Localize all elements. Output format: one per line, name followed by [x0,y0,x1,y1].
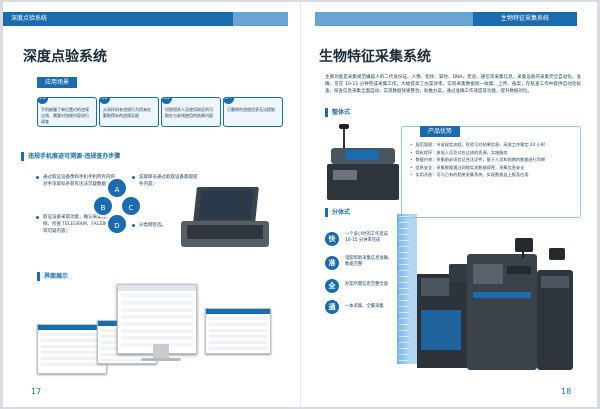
scenario-card-3: 03 切割相关人员使用取证的可取在与安线使用的结果内容 [161,97,221,127]
scenario-card-1: 01 手机被撞了每位置对的违规过线、需要对违规内容进行调查 [37,97,97,127]
step-node-d: D [106,213,128,235]
step-node-a: A [106,177,128,199]
advantage-item: •信息安全：采集数据通过网络实现数据保密，采集信息安全 [410,164,525,170]
section-integrated-heading: 整体式 [325,108,350,117]
left-page-title: 深度点验系统 [23,49,107,65]
right-page-number: 18 [561,387,572,396]
scenario-tag: 应用场景 [37,77,78,88]
feature-connected-text: 一本采集、全量采集 [345,304,384,309]
integrated-device-image [321,122,399,202]
scenario-card-2: 02 从采样机有违规行为用来在勤取得未的违规证据 [99,97,159,127]
left-page-number: 17 [31,387,42,396]
section-ui-heading: 界面展示 [37,272,68,281]
feature-fast-text: 一个多小时的工作变成 10-15 分钟来完成 [345,232,388,243]
step-bullet-3: 取证设备采取功能，确认采集规、规探、检查 TELEGRAM、FACEBOOK 等… [36,215,122,234]
advantages-tag: 产品优势 [420,126,461,137]
step-bullet-1: 通过取证设备像和手机手机所有内容，对手深取标条新有违法可疑数据； [36,174,123,188]
card-number: 04 [224,98,234,104]
intro-paragraph: 主要功能是采集规范嫌疑人的二代身份证、人像、指纹、掌纹、DNA、足迹、通信等采集… [325,75,581,94]
advantage-item: •规范管理：节省规定流程，检验可对结果信息，高效工作稳定 24 小时 [410,142,545,147]
step-bullet-2: 说取联号通过取取设备都取提条内容； [132,175,198,187]
card-number: 03 [162,98,172,104]
card-number: 01 [38,98,48,104]
ui-screenshots-collage [37,284,287,380]
right-page-title: 生物特征采集系统 [319,49,431,65]
step-bullet-4: 分类网智选。 [132,222,199,229]
advantages-list: •规范管理：节省规定流程，检验可对结果信息，高效工作稳定 24 小时 •简化程序… [410,141,574,179]
right-topbar-accent [315,12,473,26]
step-node-c: C [120,195,142,217]
advantage-item: •实用开放：可与已有的相关采集系统、实现数据自上报及应用 [410,172,529,177]
advantage-item: •数据约束：采集前必须验证合法证件，基于人员和前期的数据进行判断 [410,157,546,162]
feature-accurate-text: 电脑帮助采集信息准确，数据完整 [345,256,393,267]
card-text: 从采样机有违规行为用来在勤取得未的违规证据 [103,107,151,118]
feature-connected-icon: 通 [325,300,339,314]
split-device-station-image [389,214,585,380]
forensic-laptop-image [181,187,269,249]
feature-accurate-icon: 准 [325,256,339,270]
card-number: 02 [100,98,110,104]
scenario-card-4: 04 已删除的违规信息无法提取 [223,97,283,127]
advantages-box: 产品优势 •规范管理：节省规定流程，检验可对结果信息，高效工作稳定 24 小时 … [401,126,581,218]
feature-complete-icon: 全 [325,279,339,293]
card-text: 切割相关人员使用取证的可取在与安线使用的结果内容 [165,107,213,118]
section-trace-heading: 违规手机痕迹可溯源·违规查办步骤 [21,152,120,161]
left-topbar-accent [233,12,288,26]
card-text: 手机被撞了每位置对的违规过线、需要对违规内容进行调查 [41,107,89,124]
advantage-item: •简化程序：放低人员及对应达成的资源，实施服务 [410,149,508,155]
right-topbar: 生物特征采集系统 [473,12,577,26]
left-topbar: 深度点验系统 [3,12,233,26]
page-gutter [300,2,301,407]
card-text: 已删除的违规信息无法提取 [227,107,275,112]
step-node-b: B [92,195,114,217]
section-split-heading: 分体式 [325,208,350,217]
brochure-spread: 深度点验系统 深度点验系统 应用场景 01 手机被撞了每位置对的违规过线、需要对… [3,2,597,407]
feature-fast-icon: 快 [325,232,339,246]
feature-complete-text: 办案所需信息完整全面 [345,282,388,287]
